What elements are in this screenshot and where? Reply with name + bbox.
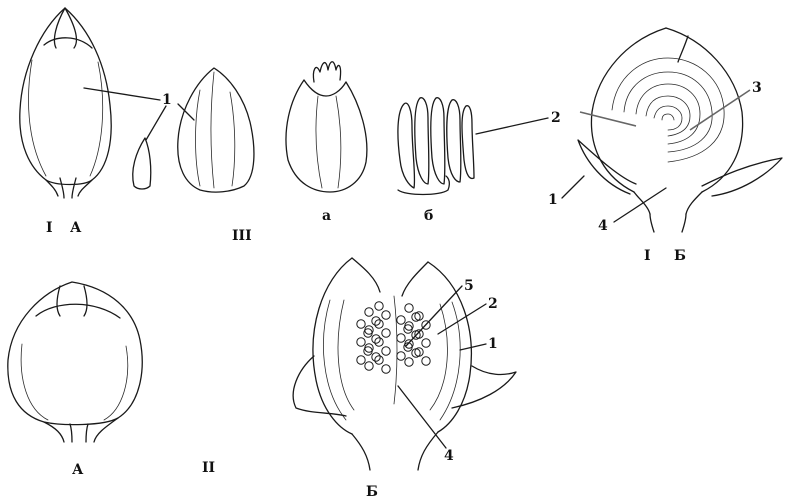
flower-bud-dot <box>364 347 372 355</box>
bud-with-flower-parts <box>286 62 367 192</box>
label-letter-b: б <box>424 208 433 224</box>
flower-bud-dot <box>375 302 383 310</box>
flower-bud-dot <box>357 338 365 346</box>
bud-elongated-closed <box>20 8 111 198</box>
flower-bud-dot <box>415 330 423 338</box>
bud-section-inflorescence <box>293 258 516 470</box>
flower-bud-dot <box>397 334 405 342</box>
flower-bud-dot <box>364 329 372 337</box>
flower-bud-dot <box>365 362 373 370</box>
label-4-right: 4 <box>598 218 608 234</box>
leader-lines <box>84 88 750 448</box>
flower-bud-dot <box>397 352 405 360</box>
flower-bud-dot <box>397 316 405 324</box>
flower-bud-dot <box>422 357 430 365</box>
label-3: 3 <box>752 80 762 96</box>
flower-bud-dot <box>415 312 423 320</box>
bud-section-leaves <box>578 28 782 232</box>
label-letter-A: А <box>70 220 82 236</box>
inflorescence-flowers <box>357 302 430 373</box>
flower-bud-dot <box>382 329 390 337</box>
label-letter-A-lower: А <box>72 462 84 478</box>
flower-bud-dot <box>365 308 373 316</box>
bud-rounded-closed <box>8 282 142 442</box>
scale-leaf-small <box>133 138 151 189</box>
label-roman-3: III <box>232 228 252 244</box>
flower-bud-dot <box>405 304 413 312</box>
flower-bud-dot <box>422 339 430 347</box>
flower-bud-dot <box>357 320 365 328</box>
flower-bud-dot <box>404 325 412 333</box>
label-1: 1 <box>162 92 172 108</box>
flower-bud-dot <box>382 347 390 355</box>
scale-leaf-large <box>178 68 254 192</box>
label-roman-1: I <box>46 220 53 236</box>
label-letter-B-right: Б <box>674 248 686 264</box>
label-roman-2: II <box>202 460 215 476</box>
finger-like-parts <box>398 98 474 195</box>
label-2: 2 <box>551 110 561 126</box>
flower-bud-dot <box>382 311 390 319</box>
label-4-lower: 4 <box>444 448 454 464</box>
flower-bud-dot <box>357 356 365 364</box>
label-letter-a: а <box>322 208 331 224</box>
label-1-lower: 1 <box>488 336 498 352</box>
flower-bud-dot <box>415 348 423 356</box>
label-letter-B-lower: Б <box>366 484 378 500</box>
label-5: 5 <box>464 278 474 294</box>
flower-bud-dot <box>382 365 390 373</box>
label-roman-1-right: I <box>644 248 651 264</box>
label-2-lower: 2 <box>488 296 498 312</box>
flower-bud-dot <box>405 358 413 366</box>
label-1-right: 1 <box>548 192 558 208</box>
